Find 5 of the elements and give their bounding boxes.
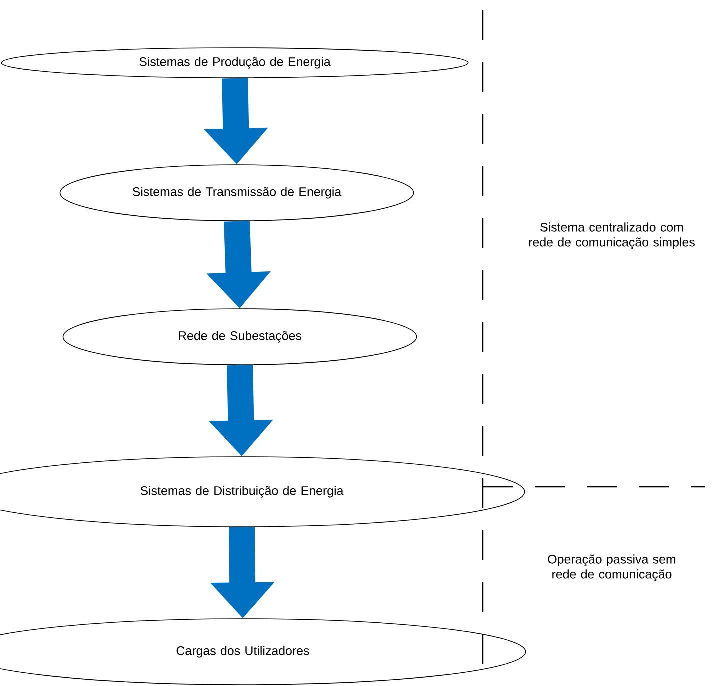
ellipse-node: Rede de Subestações	[62, 308, 418, 366]
side-note: Sistema centralizado com rede de comunicação simples	[529, 222, 695, 250]
ellipse-node: Sistemas de Transmissão de Energia	[60, 164, 414, 222]
side-note: Operação passiva sem rede de comunicação	[548, 554, 676, 582]
ellipse-node: Sistemas de Produção de Energia	[1, 48, 469, 78]
